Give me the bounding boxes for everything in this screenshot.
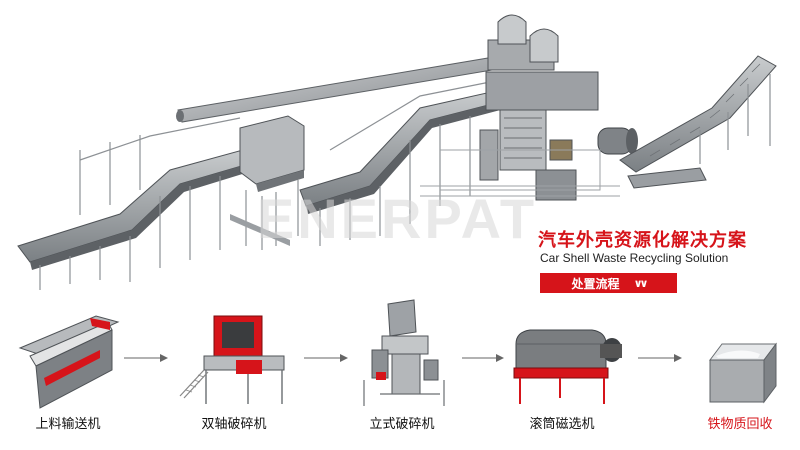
step-label-ferrous-recovery: 铁物质回收 bbox=[707, 417, 773, 432]
drum-magnetic-separator-image bbox=[513, 329, 622, 404]
vertical-crusher-image bbox=[363, 299, 445, 406]
production-line-illustration bbox=[17, 14, 777, 290]
solution-title: 汽车外壳资源化解决方案 bbox=[538, 230, 747, 251]
shredder-unit bbox=[230, 115, 305, 250]
feed-conveyor-image bbox=[18, 315, 120, 409]
flow-arrow-4 bbox=[638, 354, 682, 362]
step-label-feed-conveyor: 上料输送机 bbox=[35, 417, 101, 432]
solution-subtitle: Car Shell Waste Recycling Solution bbox=[540, 251, 729, 265]
right-conveyor bbox=[597, 55, 777, 189]
process-flow-button[interactable]: 处置流程 ∨∨ bbox=[540, 273, 677, 293]
brand-watermark: ENERPAT bbox=[256, 187, 538, 250]
double-shaft-shredder-image bbox=[179, 315, 285, 404]
conveyor-2 bbox=[299, 81, 509, 246]
flow-arrow-2 bbox=[304, 354, 348, 362]
step-label-vertical-crusher: 立式破碎机 bbox=[369, 417, 435, 432]
walkway-railings bbox=[420, 149, 620, 197]
double-chevron-down-icon: ∨∨ bbox=[633, 276, 649, 290]
step-label-double-shaft-shredder: 双轴破碎机 bbox=[201, 417, 267, 432]
central-tower bbox=[479, 14, 599, 201]
ferrous-material-bin-image bbox=[709, 342, 777, 404]
flow-arrow-1 bbox=[124, 354, 168, 362]
step-label-drum-magnetic-separator: 滚筒磁选机 bbox=[529, 417, 595, 432]
process-flow-label: 处置流程 bbox=[571, 276, 620, 291]
flow-arrow-3 bbox=[462, 354, 504, 362]
